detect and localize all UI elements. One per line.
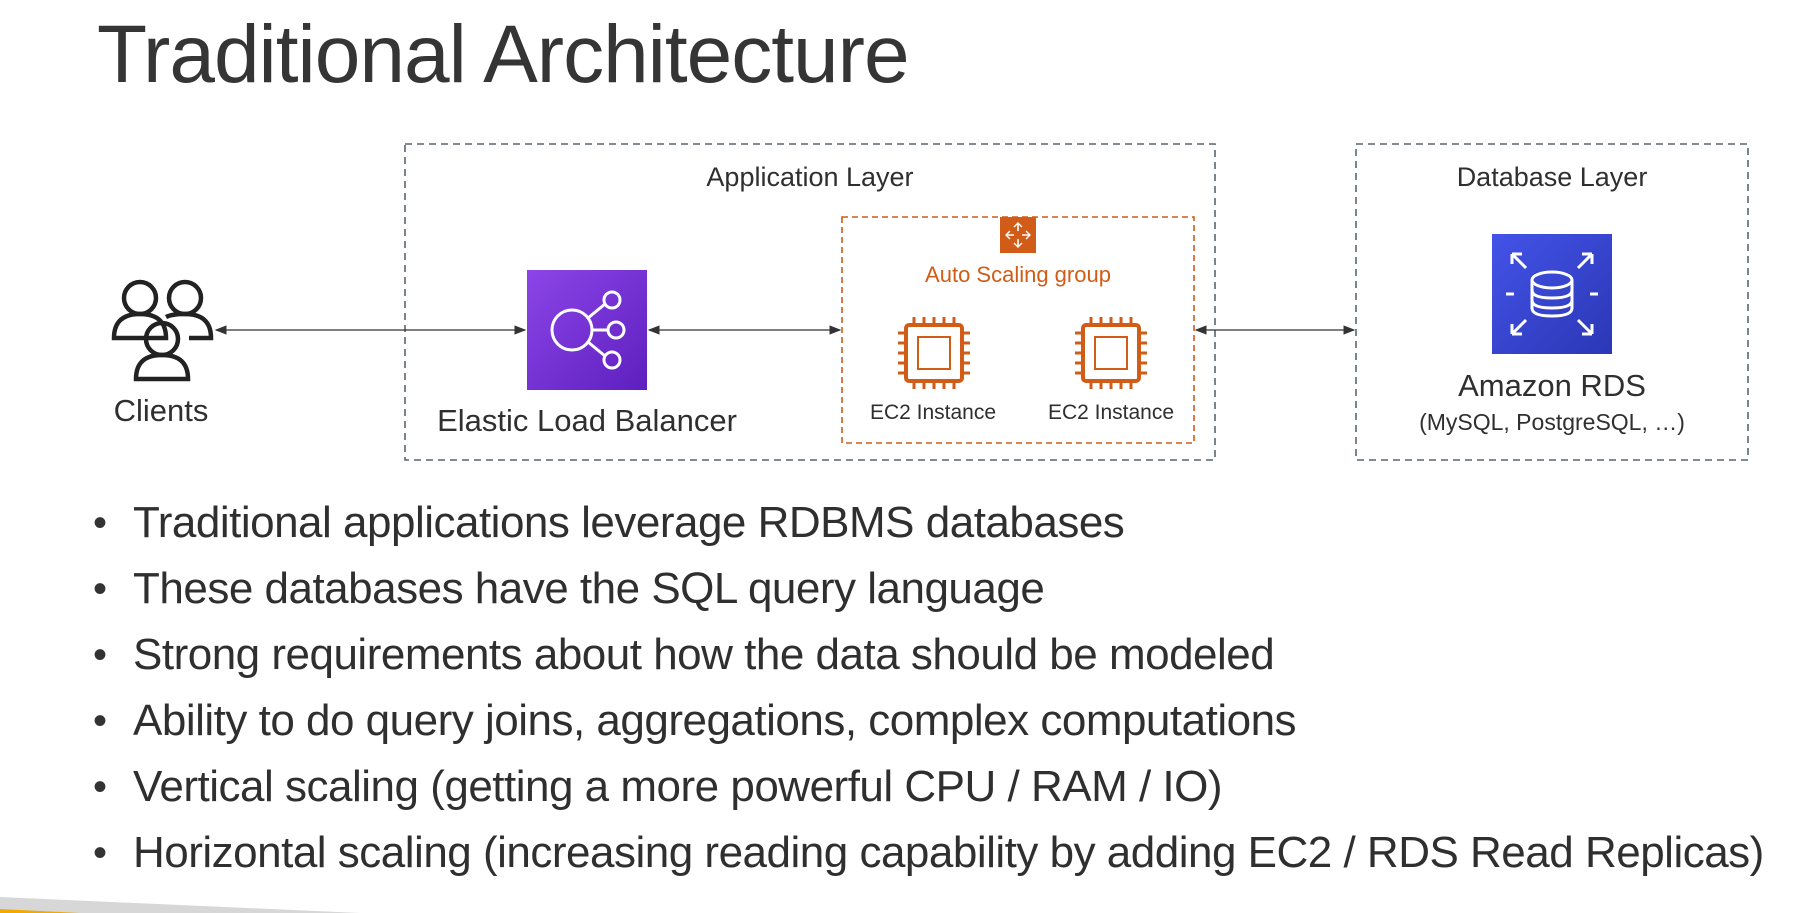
auto-scaling-group-label: Auto Scaling group bbox=[925, 262, 1111, 287]
load-balancer-icon bbox=[527, 270, 647, 390]
rds-label: Amazon RDS bbox=[1458, 368, 1646, 403]
ec2-chip-icon bbox=[898, 317, 970, 389]
bullet-list: Traditional applications leverage RDBMS … bbox=[93, 490, 1764, 886]
ec2-instance-label: EC2 Instance bbox=[870, 401, 996, 424]
auto-scaling-icon bbox=[1000, 217, 1036, 253]
bullet-item: Strong requirements about how the data s… bbox=[93, 622, 1764, 688]
database-layer-label: Database Layer bbox=[1457, 162, 1648, 192]
database-icon bbox=[1492, 234, 1612, 354]
bullet-item: These databases have the SQL query langu… bbox=[93, 556, 1764, 622]
bullet-item: Horizontal scaling (increasing reading c… bbox=[93, 820, 1764, 886]
bullet-item: Traditional applications leverage RDBMS … bbox=[93, 490, 1764, 556]
clients-label: Clients bbox=[114, 393, 209, 428]
ec2-instance-label: EC2 Instance bbox=[1048, 401, 1174, 424]
ec2-chip-icon bbox=[1075, 317, 1147, 389]
application-layer-box bbox=[404, 143, 1216, 461]
database-layer-box bbox=[1355, 143, 1749, 461]
bullet-item: Vertical scaling (getting a more powerfu… bbox=[93, 754, 1764, 820]
elb-label: Elastic Load Balancer bbox=[437, 403, 737, 438]
footer-stripe bbox=[0, 897, 360, 913]
users-icon bbox=[111, 279, 214, 382]
rds-sublabel: (MySQL, PostgreSQL, …) bbox=[1419, 409, 1685, 435]
bullet-item: Ability to do query joins, aggregations,… bbox=[93, 688, 1764, 754]
slide-title: Traditional Architecture bbox=[97, 9, 910, 100]
application-layer-label: Application Layer bbox=[706, 162, 913, 192]
